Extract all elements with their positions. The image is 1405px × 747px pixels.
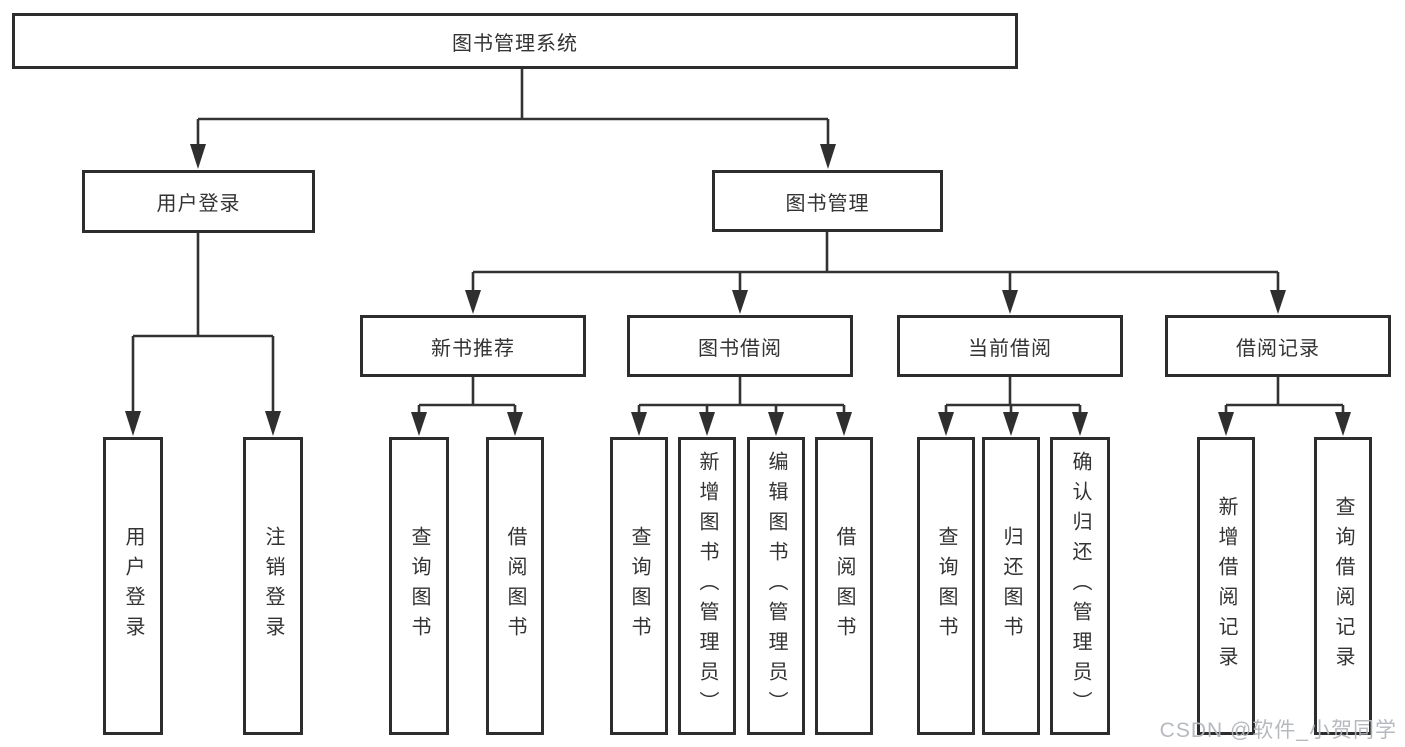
node-book-management: 图书管理 (712, 170, 943, 232)
leaf-query-books-recommend-label: 查询图书 (408, 526, 430, 646)
leaf-query-borrow-record-label: 查询借阅记录 (1332, 496, 1354, 676)
leaf-query-borrow-record: 查询借阅记录 (1314, 437, 1372, 735)
node-borrowing-records: 借阅记录 (1165, 315, 1391, 377)
leaf-return-books-label: 归还图书 (1000, 526, 1022, 646)
connector-root-to-level2 (196, 69, 830, 148)
leaf-add-borrow-record: 新增借阅记录 (1197, 437, 1255, 735)
node-library-system: 图书管理系统 (12, 13, 1018, 69)
csdn-watermark: CSDN @软件_小贺同学 (1159, 719, 1397, 742)
leaf-query-books-current: 查询图书 (917, 437, 975, 735)
leaf-edit-book-admin: 编辑图书（管理员） (747, 437, 805, 735)
leaf-edit-book-admin-label: 编辑图书（管理员） (765, 451, 787, 721)
leaf-borrow-books-borrowing: 借阅图书 (815, 437, 873, 735)
leaf-add-borrow-record-label: 新增借阅记录 (1215, 496, 1237, 676)
leaf-borrow-books-recommend: 借阅图书 (486, 437, 544, 735)
leaf-query-books-borrowing: 查询图书 (610, 437, 668, 735)
leaf-logout: 注销登录 (243, 437, 303, 735)
connector-userlogin-to-leaves (131, 233, 275, 415)
node-new-book-recommend: 新书推荐 (360, 315, 586, 377)
connector-records-to-leaves (1224, 377, 1345, 414)
leaf-borrow-books-borrowing-label: 借阅图书 (833, 526, 855, 646)
connector-borrowing-to-leaves (637, 377, 846, 414)
leaf-user-login-label: 用户登录 (122, 526, 144, 646)
leaf-query-books-current-label: 查询图书 (935, 526, 957, 646)
leaf-add-book-admin-label: 新增图书（管理员） (696, 451, 718, 721)
leaf-user-login: 用户登录 (103, 437, 163, 735)
leaf-confirm-return-admin-label: 确认归还（管理员） (1069, 451, 1091, 721)
leaf-confirm-return-admin: 确认归还（管理员） (1050, 437, 1110, 735)
node-book-borrowing: 图书借阅 (627, 315, 853, 377)
node-current-borrowing: 当前借阅 (897, 315, 1123, 377)
leaf-borrow-books-recommend-label: 借阅图书 (504, 526, 526, 646)
connector-recommend-to-leaves (417, 377, 517, 414)
leaf-query-books-borrowing-label: 查询图书 (628, 526, 650, 646)
leaf-logout-label: 注销登录 (262, 526, 284, 646)
leaf-return-books: 归还图书 (982, 437, 1040, 735)
leaf-add-book-admin: 新增图书（管理员） (678, 437, 736, 735)
connector-current-to-leaves (944, 377, 1082, 414)
connector-bookmgmt-to-level3 (471, 232, 1280, 293)
node-user-login: 用户登录 (82, 170, 315, 233)
arrowheads (125, 144, 1351, 436)
leaf-query-books-recommend: 查询图书 (389, 437, 449, 735)
